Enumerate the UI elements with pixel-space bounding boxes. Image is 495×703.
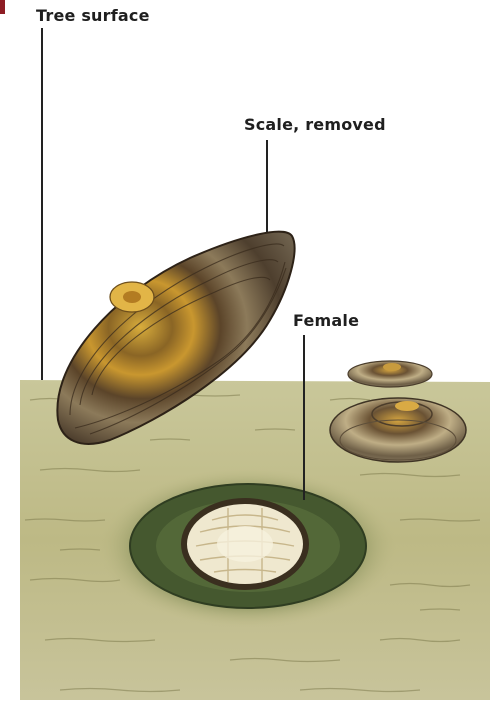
label-scale-removed: Scale, removed — [244, 115, 386, 134]
female-scale — [130, 484, 366, 608]
small-scale-right — [330, 398, 466, 462]
label-tree-surface: Tree surface — [36, 6, 150, 25]
label-female: Female — [293, 311, 359, 330]
